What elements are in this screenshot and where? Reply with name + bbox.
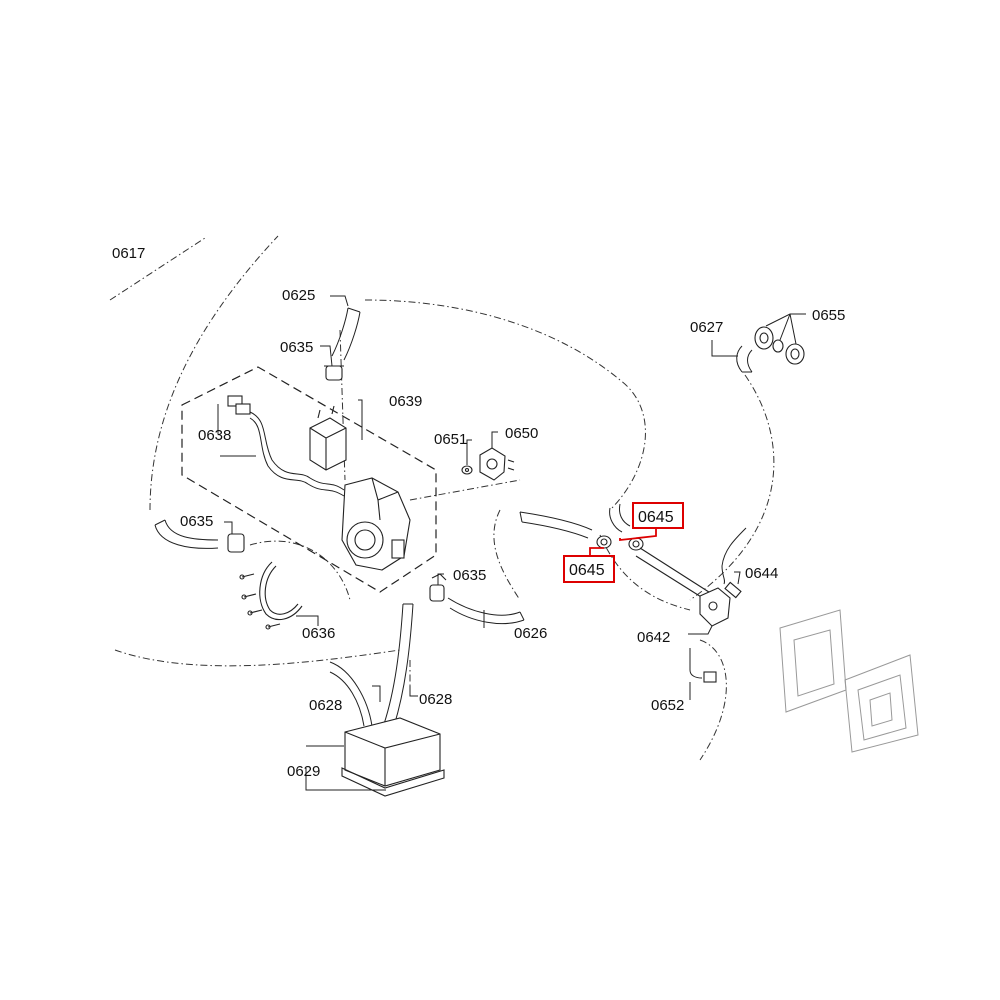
label-0655: 0655 (812, 307, 845, 324)
motor-0639 (309, 405, 347, 471)
leader-lines (217, 295, 806, 791)
sensor-0652 (689, 648, 717, 683)
wire-0644 (721, 527, 747, 599)
label-0626: 0626 (514, 625, 547, 642)
label-0627: 0627 (690, 319, 723, 336)
sensor-0650 (479, 447, 515, 481)
hose-0635-left (154, 519, 245, 553)
label-0629: 0629 (287, 763, 320, 780)
parts-0655 (754, 326, 805, 365)
label-0652: 0652 (651, 697, 684, 714)
highlight-leaders (589, 528, 657, 556)
routing-lines (109, 235, 775, 761)
tubes-0628 (329, 603, 414, 727)
label-0650: 0650 (505, 425, 538, 442)
label-0645-lower: 0645 (569, 562, 605, 579)
label-0651: 0651 (434, 431, 467, 448)
washer-0651 (461, 465, 473, 475)
highlight-callout-0645-lower: 0645 (563, 555, 615, 583)
assembly-outline (181, 366, 437, 593)
bracket-0636 (239, 561, 303, 630)
pump-body (341, 477, 411, 571)
label-0636: 0636 (302, 625, 335, 642)
label-0617: 0617 (112, 245, 145, 262)
background-panels (779, 609, 919, 753)
valve-0642 (635, 547, 731, 627)
connector-0635-top (324, 365, 344, 381)
label-0635-left: 0635 (180, 513, 213, 530)
hoses-0645-area (519, 503, 631, 539)
hose-0625 (331, 307, 361, 361)
label-0644: 0644 (745, 565, 778, 582)
reservoir-0629 (341, 717, 445, 797)
harness-0638 (227, 395, 345, 497)
label-0628-right: 0628 (419, 691, 452, 708)
label-0625: 0625 (282, 287, 315, 304)
label-0642: 0642 (637, 629, 670, 646)
label-0635-top: 0635 (280, 339, 313, 356)
label-0639: 0639 (389, 393, 422, 410)
label-0635-mid: 0635 (453, 567, 486, 584)
label-0628-left: 0628 (309, 697, 342, 714)
highlight-callout-0645-upper: 0645 (632, 502, 684, 529)
hose-0627 (736, 345, 753, 373)
rings-0645 (596, 535, 644, 551)
label-0638: 0638 (198, 427, 231, 444)
hose-0626 (447, 597, 525, 625)
label-0645-upper: 0645 (638, 509, 674, 526)
